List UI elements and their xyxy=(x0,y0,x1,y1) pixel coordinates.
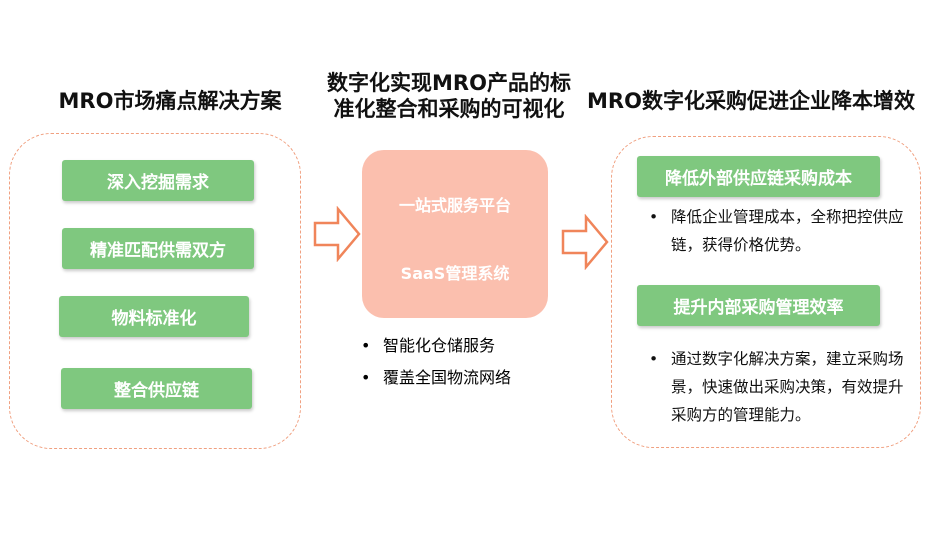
bullet-icon: • xyxy=(649,350,659,368)
right-dashed-panel xyxy=(611,136,921,448)
benefit-title: 提升内部采购管理效率 xyxy=(637,285,880,326)
benefit-title: 降低外部供应链采购成本 xyxy=(637,156,880,197)
benefit-description: • 降低企业管理成本，全称把控供应链，获得价格优势。 xyxy=(649,203,911,259)
platform-box: 一站式服务平台 SaaS管理系统 xyxy=(362,150,548,318)
list-item: 覆盖全国物流网络 xyxy=(361,362,511,394)
right-heading: MRO数字化采购促进企业降本增效 xyxy=(587,89,915,113)
platform-label: SaaS管理系统 xyxy=(400,264,510,283)
solution-item: 精准匹配供需双方 xyxy=(62,228,254,269)
right-arrow-icon xyxy=(561,214,609,270)
benefit-description: • 通过数字化解决方案，建立采购场景，快速做出采购决策，有效提升采购方的管理能力… xyxy=(649,345,911,429)
solution-item: 整合供应链 xyxy=(61,368,252,409)
left-heading: MRO市场痛点解决方案 xyxy=(58,89,282,113)
platform-label: 一站式服务平台 xyxy=(398,196,511,215)
left-dashed-panel xyxy=(9,133,301,449)
middle-bullet-list: 智能化仓储服务 覆盖全国物流网络 xyxy=(361,330,511,394)
right-arrow-icon xyxy=(313,206,361,262)
solution-item: 物料标准化 xyxy=(59,296,249,337)
benefit-text: 通过数字化解决方案，建立采购场景，快速做出采购决策，有效提升采购方的管理能力。 xyxy=(671,350,904,424)
benefit-text: 降低企业管理成本，全称把控供应链，获得价格优势。 xyxy=(671,208,904,254)
list-item: 智能化仓储服务 xyxy=(361,330,511,362)
solution-item: 深入挖掘需求 xyxy=(62,160,254,201)
bullet-icon: • xyxy=(649,208,659,226)
middle-heading: 数字化实现MRO产品的标准化整合和采购的可视化 xyxy=(327,71,571,121)
